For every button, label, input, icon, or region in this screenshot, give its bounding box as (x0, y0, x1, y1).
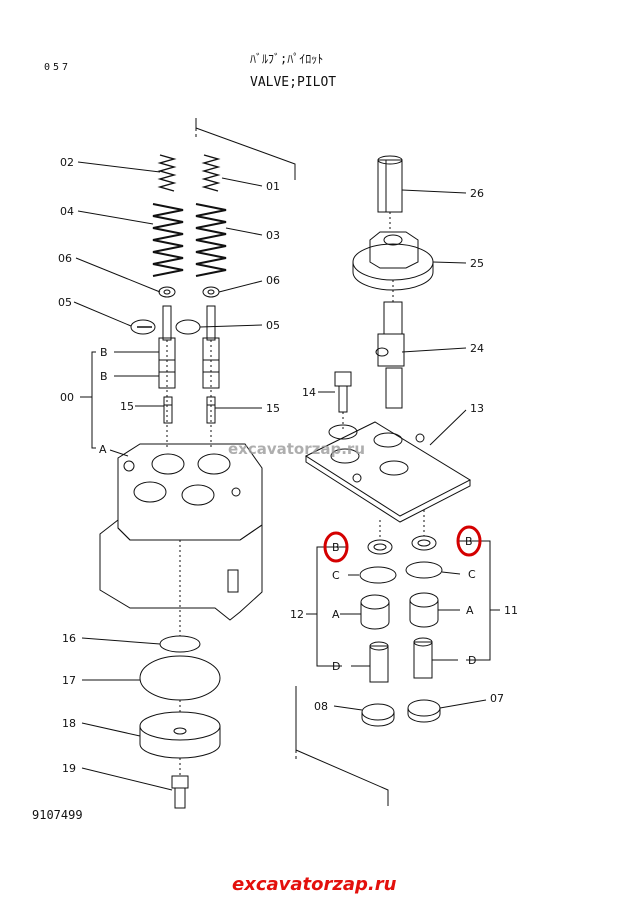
nut-26 (377, 155, 403, 213)
label-c-left: C (332, 569, 340, 582)
o-ring-17 (139, 655, 221, 701)
label-b-2: B (100, 370, 108, 383)
label-b-1: B (100, 346, 108, 359)
label-a-mid-right: A (466, 604, 474, 617)
label-a-mid-left: A (332, 608, 340, 621)
label-b-circled-left: B (332, 541, 340, 554)
label-11: 11 (504, 604, 518, 617)
watermark-center: excavatorzap.ru (228, 440, 365, 458)
large-spring-left (152, 203, 184, 277)
label-d-right: D (468, 654, 476, 667)
label-26: 26 (470, 187, 484, 200)
large-spring-right (195, 203, 227, 277)
label-05-right: 05 (266, 319, 280, 332)
label-14: 14 (302, 386, 316, 399)
label-05-left: 05 (58, 296, 72, 309)
label-19: 19 (62, 762, 76, 775)
document-code: 9107499 (32, 808, 83, 822)
leader-lines (73, 161, 500, 791)
assembly-lines (166, 212, 425, 776)
seal-stack-right (405, 535, 443, 723)
top-bracket (195, 118, 296, 180)
label-16: 16 (62, 632, 76, 645)
lower-bracket (295, 686, 389, 806)
seal-stack-left (359, 539, 397, 727)
label-04: 04 (60, 205, 74, 218)
label-17: 17 (62, 674, 76, 687)
label-06-right: 06 (266, 274, 280, 287)
label-13: 13 (470, 402, 484, 415)
label-a-left: A (99, 443, 107, 456)
label-25: 25 (470, 257, 484, 270)
label-00: 00 (60, 391, 74, 404)
highlight-b-left (323, 531, 349, 563)
label-07: 07 (490, 692, 504, 705)
label-01: 01 (266, 180, 280, 193)
title-english: VALVE;PILOT (250, 75, 337, 90)
bolt-19 (171, 775, 189, 809)
label-02: 02 (60, 156, 74, 169)
label-18: 18 (62, 717, 76, 730)
small-spring-left (157, 152, 177, 194)
label-b-circled-right: B (465, 535, 473, 548)
label-08: 08 (314, 700, 328, 713)
small-spring-right (201, 154, 221, 192)
valve-casing (99, 443, 263, 621)
plate-13 (304, 421, 472, 523)
universal-joint-24 (375, 301, 405, 409)
page-number: 057 (44, 62, 72, 73)
label-c-right: C (468, 568, 476, 581)
bolt-14 (334, 371, 352, 413)
o-ring-16 (159, 635, 201, 653)
label-15-left: 15 (120, 400, 134, 413)
label-03: 03 (266, 229, 280, 242)
label-24: 24 (470, 342, 484, 355)
title-japanese: ﾊﾞﾙﾌﾞ;ﾊﾟｲﾛｯﾄ (250, 52, 324, 66)
label-d-left: D (332, 660, 340, 673)
clip-left (130, 319, 156, 335)
washer-left (158, 286, 176, 298)
clip-right (175, 319, 201, 335)
washer-right (202, 286, 220, 298)
highlight-b-right (456, 525, 482, 557)
spool-left (163, 396, 173, 424)
label-15-right: 15 (266, 402, 280, 415)
watermark-bottom: excavatorzap.ru (232, 874, 397, 895)
bottom-plate-18 (139, 711, 221, 759)
label-06-left: 06 (58, 252, 72, 265)
label-12: 12 (290, 608, 304, 621)
